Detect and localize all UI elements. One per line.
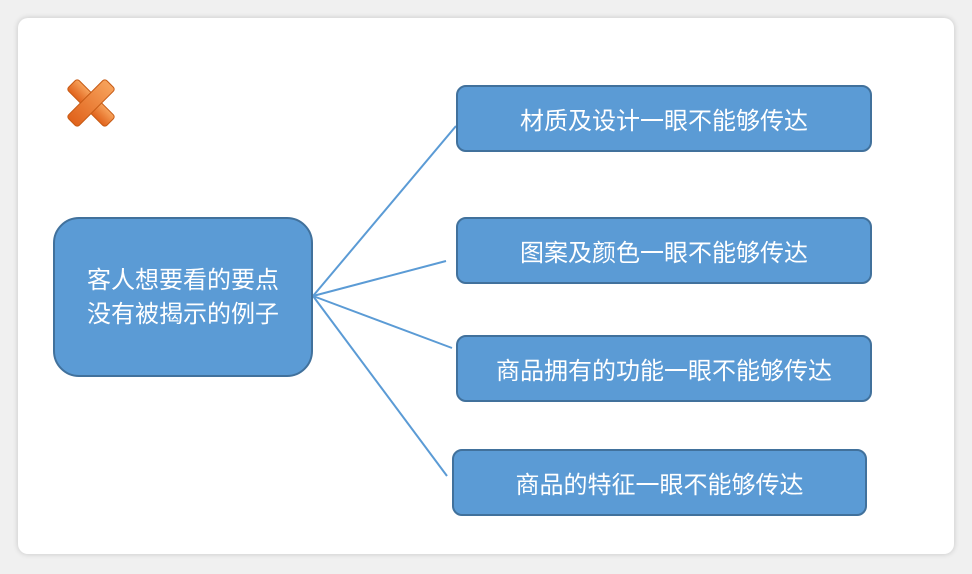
branch-node-1-label: 材质及设计一眼不能够传达 xyxy=(520,107,808,135)
branch-node-3-label: 商品拥有的功能一眼不能够传达 xyxy=(496,357,832,385)
root-node-line-2: 没有被揭示的例子 xyxy=(87,300,279,328)
branch-node-2: 图案及颜色一眼不能够传达 xyxy=(456,217,872,284)
branch-node-4-label: 商品的特征一眼不能够传达 xyxy=(515,471,804,499)
root-node: 客人想要看的要点 没有被揭示的例子 xyxy=(53,217,313,377)
branch-node-3: 商品拥有的功能一眼不能够传达 xyxy=(456,335,872,402)
branch-node-2-label: 图案及颜色一眼不能够传达 xyxy=(520,239,808,267)
branch-node-4: 商品的特征一眼不能够传达 xyxy=(452,449,867,516)
root-node-line-1: 客人想要看的要点 xyxy=(87,266,279,294)
cross-icon xyxy=(67,79,115,127)
branch-node-1: 材质及设计一眼不能够传达 xyxy=(456,85,872,152)
